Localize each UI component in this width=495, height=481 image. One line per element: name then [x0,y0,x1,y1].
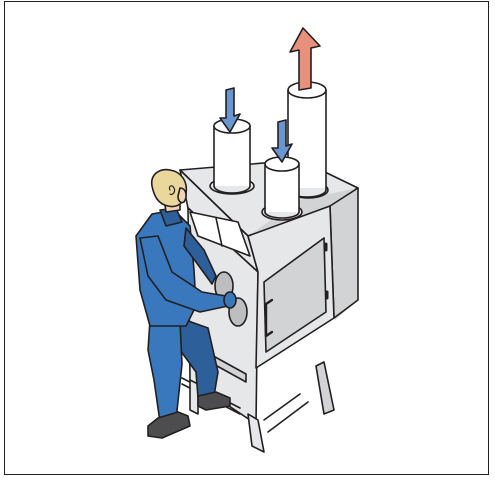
worker-leg-front [148,320,182,422]
cabinet-leg-front-right [248,414,264,452]
worker-hand [224,292,236,308]
intake-duct-middle [262,157,302,220]
leg-brace [264,394,308,432]
arrow-out-icon [290,28,320,90]
worker-face [178,188,186,203]
cabinet-leg-rear-right [316,362,334,414]
intake-duct-left [210,119,254,194]
cabinet-side-panel [330,188,358,318]
worker-boot-front [148,412,190,438]
